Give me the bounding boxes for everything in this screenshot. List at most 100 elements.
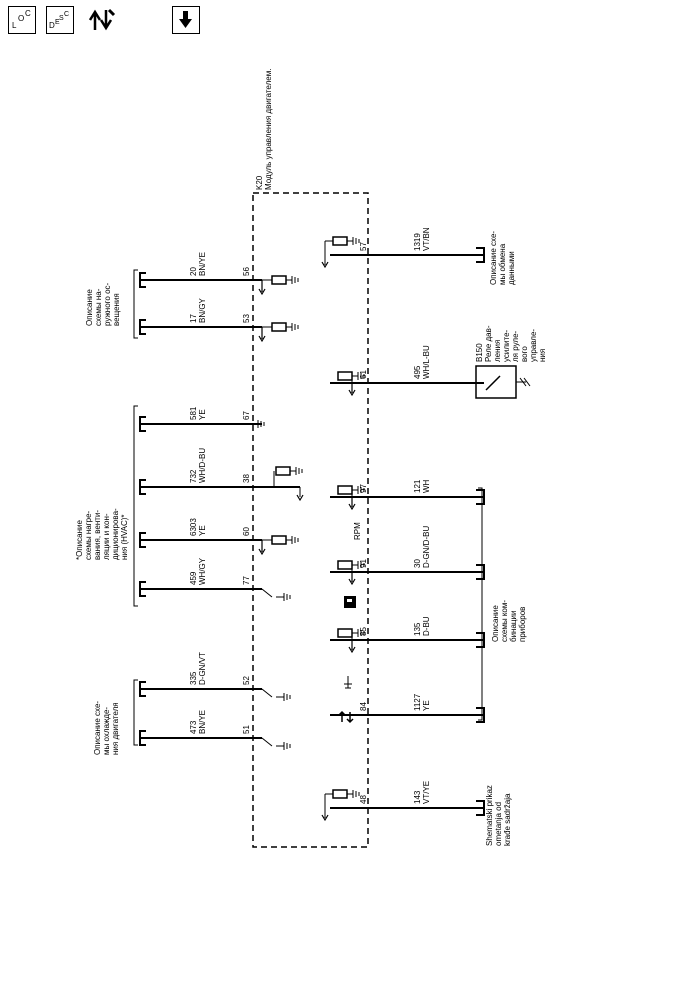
left-circuit-number: 473	[189, 720, 198, 734]
bracket-cooling	[133, 679, 138, 746]
left-circuit-number: 17	[189, 314, 198, 323]
b150-line5: ля руле-	[511, 330, 520, 362]
ref-data-line3: данными	[507, 251, 516, 285]
pullup-resistor	[271, 275, 299, 285]
left-wire-color: WH/D-BU	[198, 448, 207, 483]
download-button[interactable]	[172, 6, 200, 34]
module-label: K20 Модуль управления двигателем.	[255, 69, 273, 190]
ref-data-line1: Описание схе-	[489, 231, 498, 285]
left-wire-color: BN/YE	[198, 710, 207, 734]
right-circuit-number: 143	[413, 790, 422, 804]
left-pin-number: 38	[242, 474, 251, 483]
ref-data: Описание схе- мы обмена данными	[489, 231, 516, 285]
b150-ground-icon	[516, 377, 531, 387]
left-wire-color: D-GN/VT	[198, 652, 207, 685]
desc-e-glyph: E	[55, 19, 60, 26]
ref-cluster-line1: Описание	[491, 605, 500, 642]
ref-data-line2: мы обмена	[498, 243, 507, 285]
right-wire-color: YE	[422, 700, 431, 711]
ref-cooling-line1: Описание схе-	[93, 701, 102, 755]
right-pin-number: 57	[359, 242, 368, 251]
pullup-resistor	[332, 236, 360, 246]
ref-cluster-line4: приборов	[518, 607, 527, 642]
loc-o-glyph: O	[18, 14, 24, 23]
b150-line6: вого	[520, 346, 529, 362]
left-wire-color: YE	[198, 409, 207, 420]
ref-lighting-line4: вещения	[112, 293, 121, 326]
right-pin-number: 84	[359, 702, 368, 711]
pullup-resistor	[271, 535, 299, 545]
pullup-resistor	[332, 789, 360, 799]
ref-cluster: Описание схемы ком- бинации приборов	[491, 600, 527, 642]
pullup-resistor	[271, 322, 299, 332]
left-pin-number: 77	[242, 576, 251, 585]
ref-theft-line1: Shematski prikaz	[485, 785, 494, 846]
location-button[interactable]: L O C	[8, 6, 36, 34]
ref-hvac-line4: ляции и кон-	[102, 513, 111, 560]
ref-hvac-line6: ния (HVAC)*	[120, 514, 129, 560]
left-pin-number: 53	[242, 314, 251, 323]
left-wire-color: BN/YE	[198, 252, 207, 276]
right-wire-color: WH/L-BU	[422, 345, 431, 379]
module-id: K20	[255, 175, 264, 190]
left-pin-number: 67	[242, 411, 251, 420]
left-circuit-number: 581	[189, 406, 198, 420]
right-wire-color: D-BU	[422, 616, 431, 636]
ref-lighting-line2: схемы на-	[94, 288, 103, 326]
left-wire-color: YE	[198, 525, 207, 536]
desc-d-glyph: D	[49, 21, 55, 30]
left-wire-color: WH/GY	[198, 557, 207, 585]
right-wire-color: VT/BN	[422, 227, 431, 251]
ref-theft: Shematski prikaz ometanja od krađe sadrž…	[485, 785, 512, 846]
left-pin-number: 52	[242, 676, 251, 685]
bracket-lighting	[133, 269, 138, 339]
right-circuit-number: 30	[413, 559, 422, 568]
b150-line3: ления	[493, 340, 502, 362]
left-pin-number: 56	[242, 267, 251, 276]
right-wire-color: D-GN/D-BU	[422, 526, 431, 568]
ref-cluster-line3: бинации	[509, 611, 518, 642]
ref-hvac-line2: схемы нагре-	[84, 510, 93, 560]
right-pin-number: 48	[359, 795, 368, 804]
ref-cooling: Описание схе- мы охлажде- ния двигателя	[93, 701, 120, 755]
bracket-hvac	[133, 405, 138, 607]
loc-l-glyph: L	[12, 21, 17, 30]
left-pin-number: 51	[242, 725, 251, 734]
right-circuit-number: 1127	[413, 693, 422, 711]
pullup-resistor	[275, 466, 303, 476]
description-button[interactable]: D E S C	[46, 6, 74, 34]
desc-s-glyph: S	[59, 15, 64, 22]
module-k20-box	[252, 192, 369, 848]
right-circuit-number: 1319	[413, 233, 422, 251]
left-circuit-number: 20	[189, 267, 198, 276]
arrow-down-icon	[179, 11, 192, 28]
bracket-cluster	[478, 487, 483, 721]
right-circuit-number: 495	[413, 365, 422, 379]
b150-line8: ния	[538, 349, 547, 362]
right-circuit-number: 121	[413, 479, 422, 493]
ref-theft-line3: krađe sadržaja	[503, 793, 512, 846]
left-pin-number: 60	[242, 527, 251, 536]
left-circuit-number: 6303	[189, 518, 198, 536]
fuel-icon	[344, 596, 356, 608]
ref-lighting: Описание схемы на- ружного ос- вещения	[85, 282, 121, 326]
connector-tools-button[interactable]	[86, 6, 116, 34]
rpm-label: RPM	[353, 522, 362, 540]
desc-c-glyph: C	[64, 11, 69, 18]
ref-hvac-line1: *Описание	[75, 520, 84, 560]
ref-cooling-line3: ния двигателя	[111, 702, 120, 755]
ref-cluster-line2: схемы ком-	[500, 600, 509, 642]
